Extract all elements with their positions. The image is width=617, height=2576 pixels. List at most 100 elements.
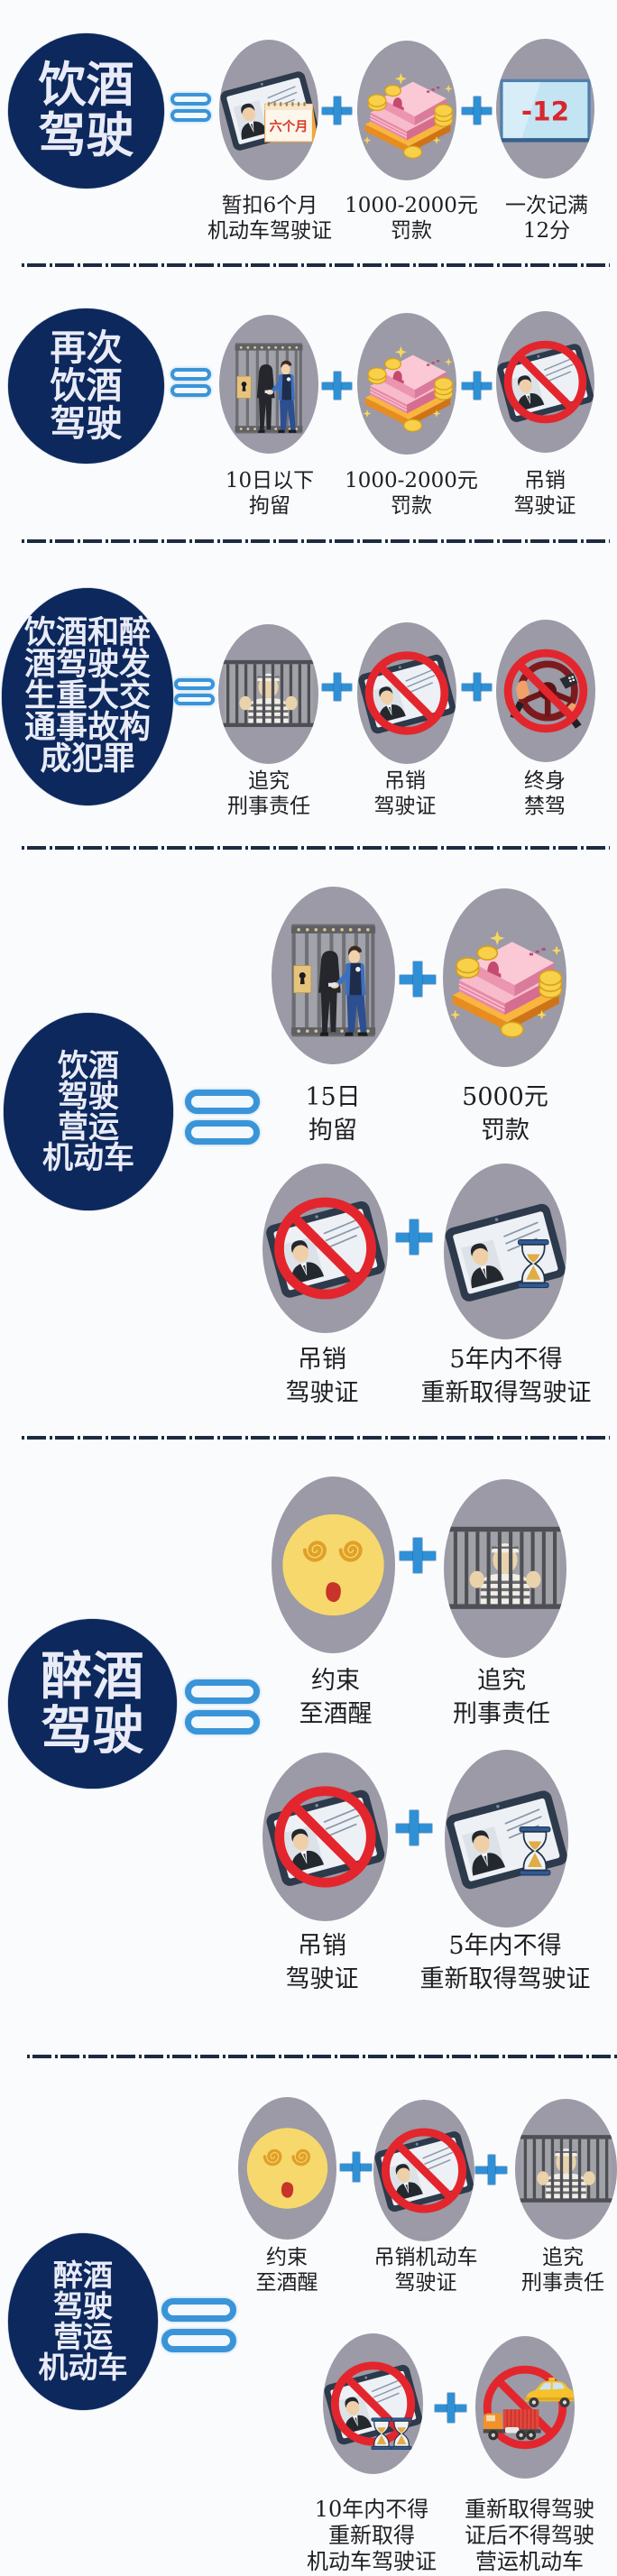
penalty-label: 追究 刑事责任 <box>521 2245 604 2295</box>
title-badge: 再次 饮酒 驾驶 <box>8 308 164 464</box>
penalty-icon-oval <box>357 41 456 180</box>
penalty-icon-oval <box>444 1164 566 1339</box>
penalty-icon-oval <box>496 620 595 762</box>
penalty-label-line: 暂扣6个月 <box>221 194 318 217</box>
penalty-label-line: 禁驾 <box>524 795 566 818</box>
penalty-icon-oval <box>262 1164 388 1333</box>
penalty-label-line: 重新取得驾驶 <box>465 2497 594 2522</box>
penalty-icon-oval <box>373 2100 474 2241</box>
penalty-icon-oval <box>272 1477 395 1653</box>
equals-bar <box>185 1710 260 1734</box>
equals-bar <box>185 1679 260 1704</box>
license-hourglass-icon <box>444 1201 566 1304</box>
equals-bar <box>170 368 211 381</box>
penalty-label-line: 终身 <box>524 769 566 793</box>
plus-icon <box>462 97 492 124</box>
penalty-label-line: 5年内不得 <box>449 1346 563 1374</box>
penalty-label: 吊销 驾驶证 <box>286 1343 359 1410</box>
penalty-label-line: 追究 <box>542 2246 584 2269</box>
penalty-icon-oval <box>357 622 456 764</box>
penalty-icon-oval: 六个月 <box>219 40 318 180</box>
section-divider <box>22 539 610 543</box>
license-hourglass-icon <box>445 1788 568 1892</box>
penalty-label: 约束 至酒醒 <box>299 1664 373 1731</box>
equals-icon <box>174 678 215 705</box>
penalty-label-line: 拘留 <box>308 1117 357 1145</box>
title-line: 通事故构 <box>23 710 151 746</box>
penalty-label: 5000元 罚款 <box>462 1081 548 1147</box>
license-suspended-calendar-icon: 六个月 <box>219 69 318 153</box>
equals-bar <box>161 2298 236 2322</box>
penalty-label-line: 1000-2000元 <box>345 469 478 492</box>
penalty-label: 10日以下 拘留 <box>226 468 314 519</box>
penalty-label-line: 12分 <box>522 219 571 243</box>
title-line: 驾驶 <box>38 108 134 163</box>
equals-icon <box>161 2298 236 2352</box>
penalty-label-line: 罚款 <box>481 1117 530 1145</box>
title-line: 酒驾驶发 <box>23 647 151 683</box>
penalty-icon-oval <box>323 2333 423 2474</box>
points-deduction-screen-icon: -12 <box>500 78 591 143</box>
penalty-label-line: 吊销 <box>298 1346 346 1374</box>
penalty-label: 吊销 驾驶证 <box>514 468 576 519</box>
equals-bar <box>185 1120 260 1145</box>
title-line: 驾驶 <box>58 1078 119 1115</box>
penalty-label-line: 至酒醒 <box>255 2271 318 2295</box>
money-fine-icon <box>362 72 454 159</box>
penalty-label-line: 驾驶证 <box>394 2271 457 2295</box>
title-line: 营运 <box>53 2319 113 2354</box>
penalty-label: 重新取得驾驶 证后不得驾驶 营运机动车 <box>465 2497 594 2575</box>
title-line: 机动车 <box>38 2350 128 2385</box>
penalty-label-line: 一次记满 <box>505 194 588 217</box>
equals-bar <box>185 1090 260 1114</box>
license-revoked-icon <box>264 1164 386 1301</box>
title-badge: 饮酒 驾驶 <box>8 33 164 189</box>
penalty-icon-oval <box>445 1750 568 1927</box>
prison-icon <box>520 2135 612 2203</box>
penalty-label-line: 刑事责任 <box>227 795 310 818</box>
penalty-label: 吊销机动车 驾驶证 <box>374 2245 478 2295</box>
equals-bar <box>174 694 215 705</box>
points-text: -12 <box>521 97 569 127</box>
penalty-label: 1000-2000元 罚款 <box>345 193 478 244</box>
penalty-label-line: 10日以下 <box>225 469 315 492</box>
dizzy-face-icon <box>245 2126 329 2211</box>
equals-icon <box>170 93 211 122</box>
calendar-icon: 六个月 <box>264 102 318 143</box>
title-badge: 醉酒 驾驶 营运 机动车 <box>8 2233 158 2410</box>
title-line: 饮酒和醉 <box>23 615 151 651</box>
penalty-label-line: 机动车驾驶证 <box>307 2549 437 2574</box>
equals-bar <box>161 2329 236 2352</box>
lifetime-driving-ban-icon <box>496 620 595 762</box>
title-line: 驾驶 <box>41 1701 144 1761</box>
penalty-label-line: 证后不得驾驶 <box>465 2523 594 2548</box>
title-line: 饮酒 <box>38 58 134 113</box>
plus-icon <box>435 2393 466 2423</box>
penalty-label-line: 吊销 <box>524 469 566 492</box>
penalty-label-line: 驾驶证 <box>373 795 437 818</box>
penalty-label-line: 至酒醒 <box>299 1700 373 1728</box>
equals-icon <box>170 368 211 397</box>
penalty-icon-oval <box>444 1479 566 1658</box>
penalty-label: 5年内不得 重新取得驾驶证 <box>421 1343 592 1410</box>
penalty-label-line: 1000-2000元 <box>345 194 478 217</box>
license-double-hourglass-banned-icon <box>323 2333 423 2451</box>
title-line: 再次 <box>50 327 123 369</box>
equals-icon <box>185 1679 260 1734</box>
section-divider <box>27 2055 617 2058</box>
penalty-label-line: 驾驶证 <box>285 1965 359 1993</box>
dizzy-face-icon <box>272 1477 395 1653</box>
penalty-label: 吊销 驾驶证 <box>286 1929 359 1996</box>
title-line: 生重大交 <box>23 678 151 714</box>
penalty-label: 追究 刑事责任 <box>453 1664 550 1731</box>
penalty-icon-oval <box>443 888 566 1067</box>
plus-icon <box>322 97 352 124</box>
equals-icon <box>185 1090 260 1145</box>
section-divider <box>22 263 610 267</box>
penalty-label: 追究 刑事责任 <box>227 768 310 819</box>
license-revoked-icon <box>373 2100 474 2214</box>
penalty-label-line: 追究 <box>248 769 290 793</box>
plus-icon <box>462 372 492 400</box>
title-line: 醉酒 <box>41 1647 144 1707</box>
title-line: 饮酒 <box>50 365 123 407</box>
